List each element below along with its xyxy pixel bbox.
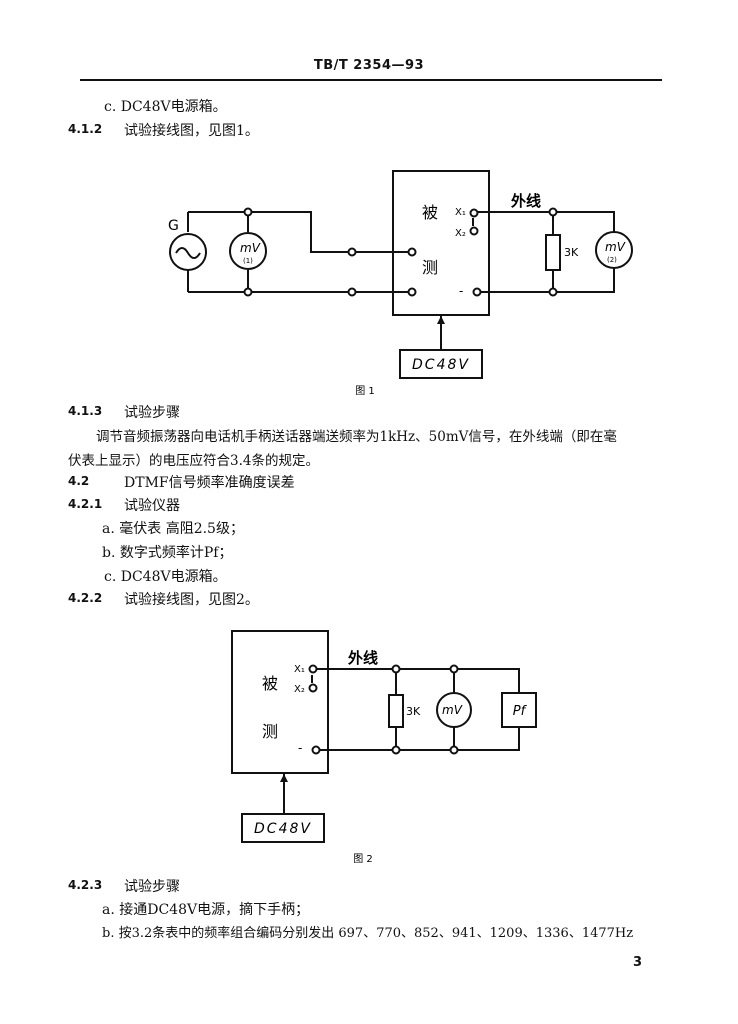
figure-2-circuit: 被 测 X₁ X₂ - 外线 3K mV Pf DC48V 图 2 [231,630,537,865]
page-number: 3 [633,955,643,970]
meter1-sub: (1) [243,257,253,265]
wire-main [316,668,520,751]
section-text-4-1-2: 试验接线图，见图1。 [124,123,259,139]
dut-label-1: 被 [422,203,438,222]
counter-label: Pf [513,704,528,719]
step-item-b: b. 按3.2条表中的频率组合编码分别发出 697、770、852、941、12… [102,926,634,941]
item-c-power-box: c. DC48V电源箱。 [104,99,227,115]
dc-power-box-2 [241,813,325,843]
section-number-4-2-3: 4.2.3 [68,878,103,892]
meter2-label: mV [605,240,626,254]
millivoltmeter-1-icon [229,232,267,270]
wire-right [477,211,615,293]
figure-2-caption: 图 2 [353,853,373,865]
header-rule [80,79,662,81]
power-label: DC48V [412,357,470,373]
dut2-label-2: 测 [262,722,278,741]
dut-label-2: 测 [422,258,438,277]
frequency-counter-box [501,692,537,728]
meter2-sub: (2) [607,256,617,264]
resistor-icon-2 [388,694,404,728]
dc-power-box [399,349,483,379]
millivoltmeter-2-icon [595,231,633,269]
generator-label: G [168,218,179,234]
power-label-2: DC48V [254,821,312,837]
x1-label-2: X₁ [294,664,305,675]
line-label-2: 外线 [347,649,378,667]
paragraph-line-2: 伏表上显示）的电压应符合3.4条的规定。 [68,453,319,469]
minus-label-2: - [298,741,302,755]
section-number-4-2-2: 4.2.2 [68,591,103,605]
section-number-4-1-3: 4.1.3 [68,404,103,418]
meter-label-2: mV [442,703,463,717]
instrument-item-b: b. 数字式频率计Pf； [102,545,233,561]
arrow-icon-2 [280,774,288,782]
x2-label-2: X₂ [294,684,305,695]
instrument-item-a: a. 毫伏表 高阻2.5级； [102,521,244,537]
step-item-a: a. 接通DC48V电源，摘下手柄； [102,902,310,918]
section-title-4-2-1: 试验仪器 [124,498,180,514]
resistor-label-2: 3K [406,705,421,718]
standard-id: TB/T 2354—93 [313,58,425,73]
meter1-label: mV [240,241,261,255]
section-text-4-2-2: 试验接线图，见图2。 [124,592,259,608]
arrow-icon [437,316,445,324]
dut2-label-1: 被 [262,674,278,693]
section-title-4-2-3: 试验步骤 [124,879,180,895]
x1-label: X₁ [455,207,466,218]
paragraph-line-1: 调节音频振荡器向电话机手柄送话器端送频率为1kHz、50mV信号，在外线端（即在… [96,429,617,445]
section-number-4-2-1: 4.2.1 [68,497,103,511]
minus-label: - [459,284,463,298]
millivoltmeter-icon [436,692,472,728]
section-title-4-1-3: 试验步骤 [124,405,180,421]
resistor-label: 3K [564,246,579,259]
section-number-4-1-2: 4.1.2 [68,122,103,136]
figure-1-caption: 图 1 [355,385,375,397]
dut-box-2 [231,630,329,774]
wire-top-left [188,211,410,253]
section-number-4-2: 4.2 [68,474,90,488]
section-title-4-2: DTMF信号频率准确度误差 [124,475,295,491]
resistor-icon [545,234,561,271]
figure-1-circuit: G mV (1) 被 测 X₁ X₂ - 外线 3K mV (2) DC48V … [168,170,633,397]
instrument-item-c: c. DC48V电源箱。 [104,569,227,585]
x2-label: X₂ [455,228,466,239]
line-label: 外线 [510,192,541,210]
